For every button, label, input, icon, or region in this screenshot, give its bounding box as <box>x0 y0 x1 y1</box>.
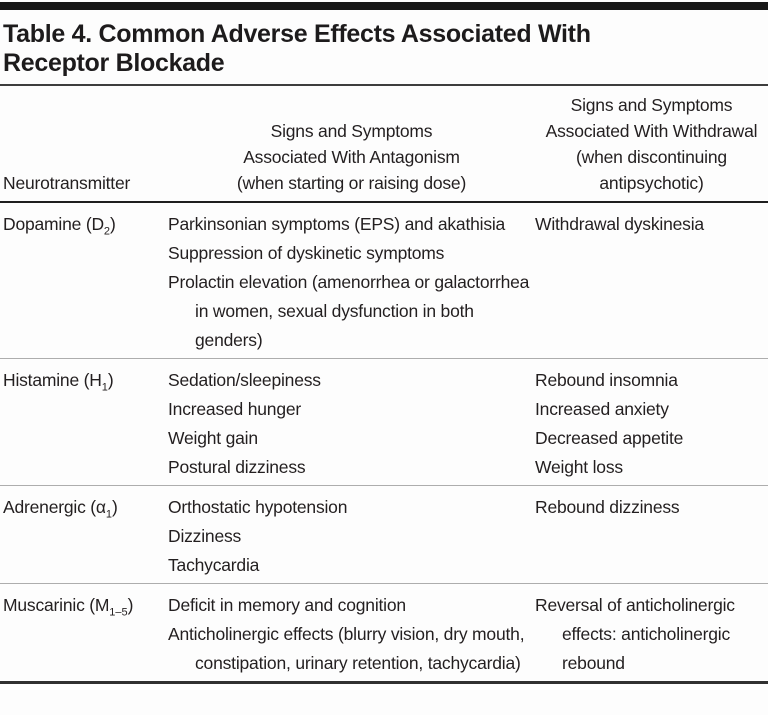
neurotransmitter-cell: Adrenergic (α1) <box>0 493 168 580</box>
symptom-line: Increased anxiety <box>535 399 669 419</box>
symptom-line: Anticholinergic effects (blurry vision, … <box>168 624 525 673</box>
symptom-line: Parkinsonian symptoms (EPS) and akathisi… <box>168 214 506 234</box>
header-divider <box>0 201 768 203</box>
title-divider <box>0 84 768 86</box>
symptom-line: Rebound dizziness <box>535 497 680 517</box>
antagonism-cell: Parkinsonian symptoms (EPS) and akathisi… <box>168 210 535 355</box>
table-row-dopamine: Dopamine (D2) Parkinsonian symptoms (EPS… <box>0 203 768 359</box>
symptom-line: Orthostatic hypotension <box>168 497 348 517</box>
receptor-subscript: 2 <box>103 225 111 238</box>
column-header-withdrawal: Signs and Symptoms Associated With Withd… <box>545 95 758 193</box>
neurotransmitter-name: Adrenergic (α <box>3 497 106 517</box>
symptom-line: Rebound insomnia <box>535 370 678 390</box>
symptom-line: Increased hunger <box>168 399 302 419</box>
neurotransmitter-name-close: ) <box>111 497 118 517</box>
symptom-line: Weight loss <box>535 457 623 477</box>
table-title: Table 4. Common Adverse Effects Associat… <box>3 20 591 77</box>
symptom-line: Suppression of dyskinetic symptoms <box>168 243 445 263</box>
top-rule-bar <box>0 2 768 10</box>
neurotransmitter-name-close: ) <box>110 214 116 234</box>
receptor-subscript: 1 <box>105 508 112 521</box>
neurotransmitter-cell: Muscarinic (M1–5) <box>0 591 168 678</box>
withdrawal-cell: Rebound dizziness <box>535 493 768 580</box>
symptom-line: Withdrawal dyskinesia <box>535 214 704 234</box>
table-row-muscarinic: Muscarinic (M1–5) Deficit in memory and … <box>0 584 768 681</box>
symptom-line: Prolactin elevation (amenorrhea or galac… <box>168 272 530 350</box>
neurotransmitter-name: Histamine (H <box>3 370 102 390</box>
neurotransmitter-cell: Dopamine (D2) <box>0 210 168 355</box>
column-header-neurotransmitter: Neurotransmitter <box>3 173 131 193</box>
neurotransmitter-name: Dopamine (D <box>3 214 104 234</box>
receptor-subscript: 1–5 <box>109 606 128 619</box>
bottom-rule-bar <box>0 681 768 684</box>
symptom-line: Tachycardia <box>168 555 260 575</box>
column-header-antagonism: Signs and Symptoms Associated With Antag… <box>236 121 467 193</box>
symptom-line: Weight gain <box>168 428 258 448</box>
neurotransmitter-name: Muscarinic (M <box>3 595 110 615</box>
neurotransmitter-name-close: ) <box>107 370 114 390</box>
neurotransmitter-cell: Histamine (H1) <box>0 366 168 482</box>
table-header-row: Neurotransmitter Signs and Symptoms Asso… <box>0 86 768 201</box>
neurotransmitter-name-close: ) <box>127 595 134 615</box>
symptom-line: Reversal of anticholinergic effects: ant… <box>535 595 735 673</box>
symptom-line: Sedation/sleepiness <box>168 370 321 390</box>
symptom-line: Deficit in memory and cognition <box>168 595 406 615</box>
symptom-line: Decreased appetite <box>535 428 684 448</box>
symptom-line: Dizziness <box>168 526 242 546</box>
withdrawal-cell: Reversal of anticholinergic effects: ant… <box>535 591 768 678</box>
receptor-subscript: 1 <box>101 381 108 394</box>
withdrawal-cell: Withdrawal dyskinesia <box>535 210 768 355</box>
symptom-line: Postural dizziness <box>168 457 306 477</box>
